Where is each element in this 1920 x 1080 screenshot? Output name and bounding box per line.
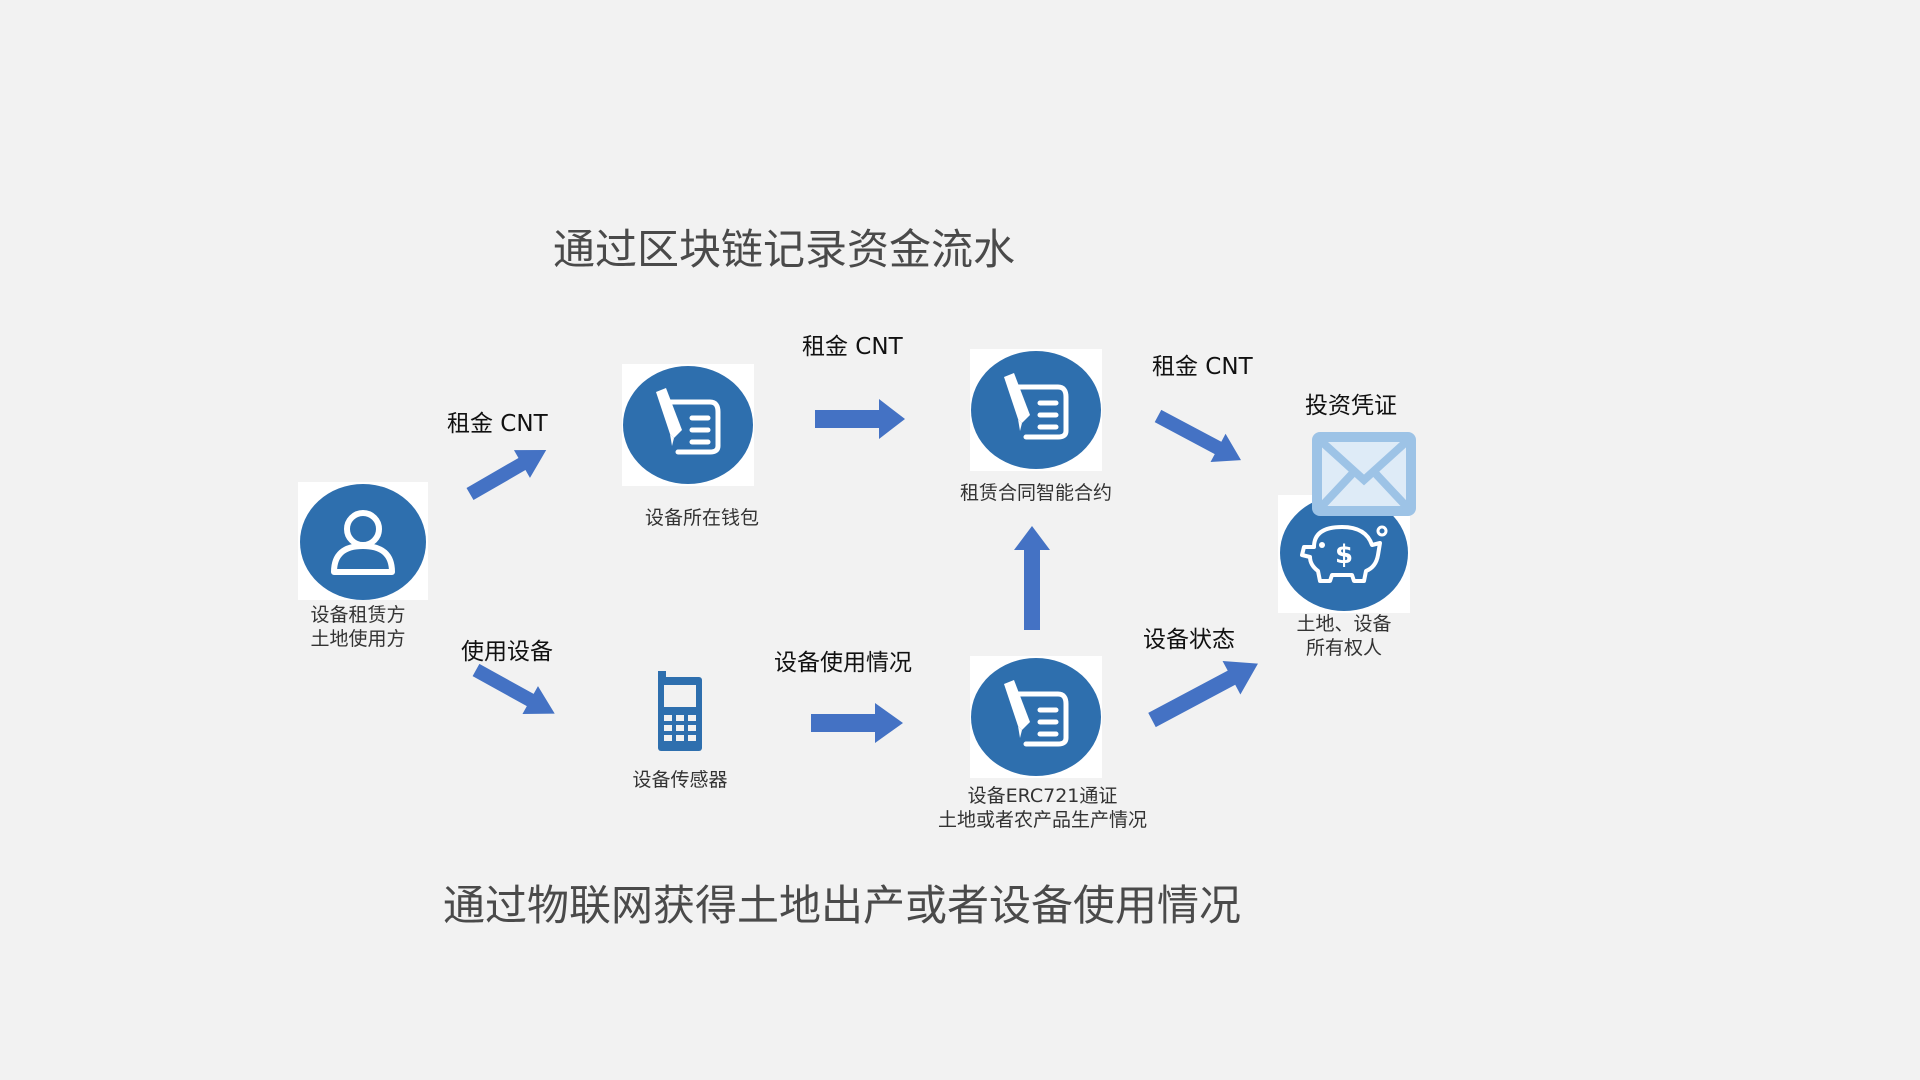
svg-text:$: $ (1335, 540, 1353, 570)
smart-contract-caption: 租赁合同智能合约 (959, 482, 1112, 504)
voucher-label: 投资凭证 (1305, 393, 1397, 419)
erc721-caption-line2: 土地或者农产品生产情况 (937, 809, 1147, 831)
owner-caption: 土地、设备 所有权人 (1274, 612, 1414, 660)
edge-label-rent-2: 租金 CNT (802, 334, 903, 360)
arrow-erc721-to-owner (1148, 660, 1258, 728)
arrow-lessee-to-sensor (472, 663, 555, 715)
edge-label-device-state: 设备状态 (1143, 627, 1235, 653)
arrow-contract-to-owner (1154, 409, 1241, 463)
contract-pen-icon (1004, 680, 1069, 747)
arrow-sensor-to-erc721 (811, 703, 903, 743)
envelope-icon (1312, 432, 1416, 516)
edge-label-rent-3: 租金 CNT (1152, 354, 1253, 380)
lessee-caption: 设备租赁方 土地使用方 (288, 603, 428, 651)
wallet-caption: 设备所在钱包 (644, 507, 759, 529)
edge-label-rent-1: 租金 CNT (447, 411, 548, 437)
owner-caption-line2: 所有权人 (1305, 637, 1382, 659)
lessee-caption-line1: 设备租赁方 (310, 604, 406, 626)
sensor-caption: 设备传感器 (632, 769, 728, 791)
phone-sensor-icon (658, 671, 702, 751)
contract-pen-icon (1004, 373, 1069, 440)
bottom-title: 通过物联网获得土地出产或者设备使用情况 (443, 881, 1242, 930)
owner-caption-line1: 土地、设备 (1296, 613, 1392, 635)
edge-label-usage-status: 设备使用情况 (774, 650, 912, 676)
lessee-node (298, 482, 428, 600)
piggy-bank-icon: $ (1300, 525, 1388, 583)
contract-pen-icon (656, 388, 721, 455)
lessee-caption-line2: 土地使用方 (310, 628, 406, 650)
top-title: 通过区块链记录资金流水 (553, 225, 1016, 274)
arrow-lessee-to-wallet (466, 450, 547, 501)
erc721-node (970, 656, 1102, 778)
arrow-erc721-to-contract (1014, 526, 1050, 630)
erc721-caption-line1: 设备ERC721通证 (967, 785, 1118, 807)
wallet-node (622, 364, 754, 486)
erc721-caption: 设备ERC721通证 土地或者农产品生产情况 (920, 784, 1165, 832)
arrow-wallet-to-contract (815, 399, 905, 439)
edge-label-use-device: 使用设备 (461, 639, 553, 665)
smart-contract-node (970, 349, 1102, 471)
person-icon (331, 510, 395, 575)
